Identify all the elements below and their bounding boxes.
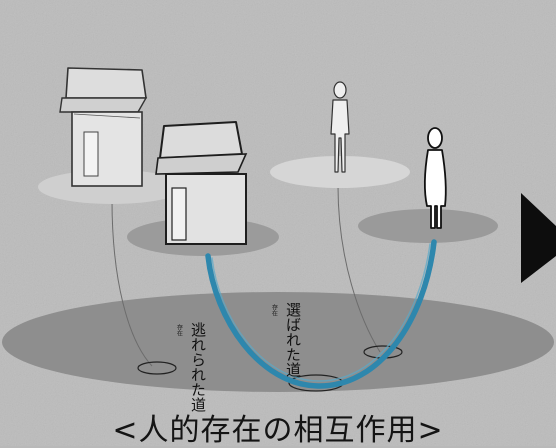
person-icon xyxy=(330,81,350,173)
platform-front-right xyxy=(358,209,498,243)
person-icon xyxy=(423,127,447,229)
house-icon xyxy=(59,67,148,187)
diagram-caption: <人的存在の相互作用> xyxy=(112,413,444,448)
arrow-right-icon xyxy=(521,193,556,283)
ground-marker-left xyxy=(137,361,177,375)
label-left-small: 存在 xyxy=(176,323,183,336)
interaction-arc xyxy=(205,239,437,389)
platform-back-right xyxy=(270,156,410,188)
thin-line-left xyxy=(111,199,153,367)
thin-line-right xyxy=(337,185,381,353)
label-left: 逃れられた道 xyxy=(189,322,207,412)
ground-disc xyxy=(2,292,554,392)
house-icon xyxy=(155,121,248,245)
interaction-arc-shadow xyxy=(211,243,431,382)
label-right: 選ばれた道 xyxy=(284,302,302,377)
label-right-small: 存在 xyxy=(271,303,278,316)
